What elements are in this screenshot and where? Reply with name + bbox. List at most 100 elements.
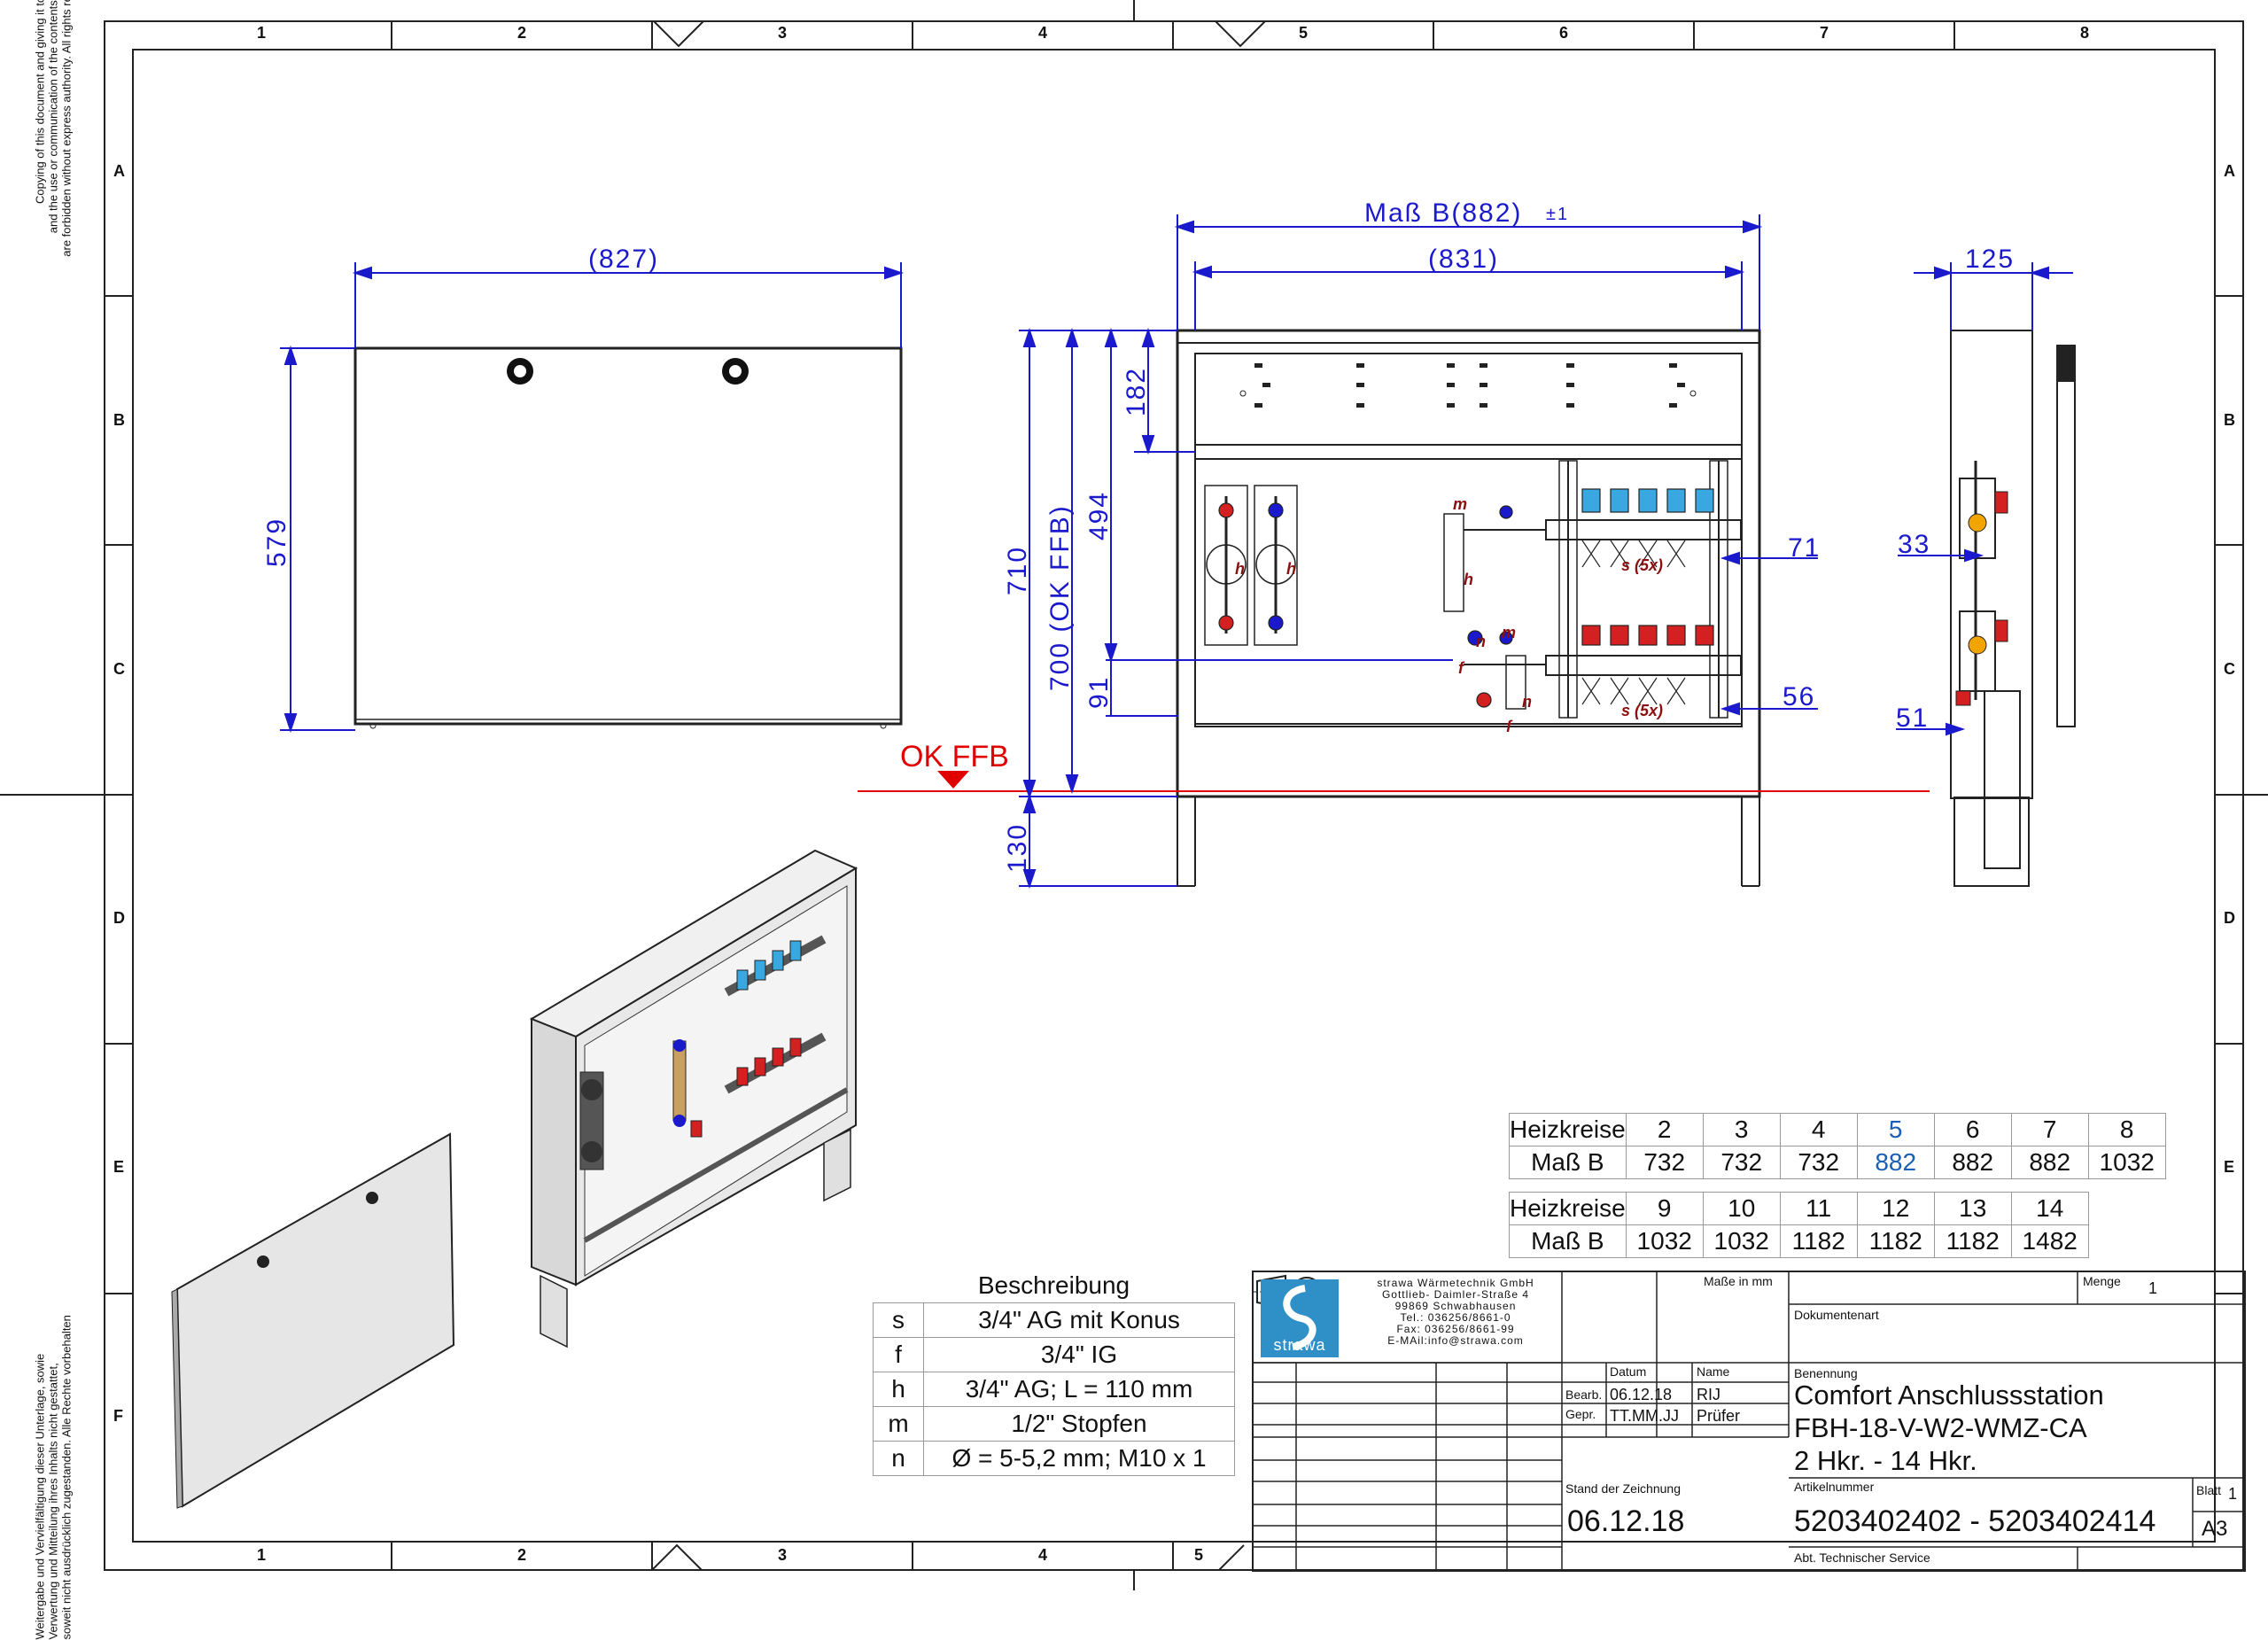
logo-text: strawa [1273,1336,1326,1354]
row-c-left: C [113,660,125,678]
name-label: Name [1697,1364,1730,1379]
row-d-right: D [2224,909,2235,927]
description-header: Beschreibung [873,1269,1235,1303]
row-d-left: D [113,909,125,927]
benennung-line-3: 2 Hkr. - 14 Hkr. [1794,1445,1977,1476]
benennung-line-2: FBH-18-V-W2-WMZ-CA [1794,1412,2087,1443]
desc-key: s [873,1302,924,1338]
copyright-de-line-1: Weitergabe und Vervielfältigung dieser U… [33,1353,47,1640]
dim-inner-width: (831) [1428,245,1499,274]
col-1-top: 1 [257,24,267,42]
dim-33: 33 [1898,530,1930,559]
description-table: Beschreibung s 3/4" AG mit Konus f 3/4" … [873,1269,1235,1476]
blatt-value: 1 [2228,1485,2238,1503]
dim-depth-125: 125 [1965,245,2015,274]
desc-text: 3/4" AG mit Konus [923,1302,1235,1338]
gepr-label: Gepr. [1565,1407,1596,1421]
hk-cell: 14 [2010,1192,2089,1225]
masse-label: Maße in mm [1704,1274,1773,1288]
hk-cell: 10 [1702,1192,1781,1225]
department: Abt. Technischer Service [1794,1551,1930,1565]
mass-cell: 882 [2010,1146,2089,1179]
mass-cell: 1032 [1625,1224,1704,1258]
dim-700: 700 (OK FFB) [1045,504,1075,691]
dim-130: 130 [1003,823,1032,873]
hk-cell: 8 [2087,1113,2166,1146]
front-cover-view [353,346,903,729]
mass-cell: 1482 [2010,1224,2089,1258]
row-e-right: E [2224,1158,2235,1176]
menge-value: 1 [2148,1279,2158,1297]
artikel-value: 5203402402 - 5203402414 [1794,1504,2156,1538]
heizkreise-table-1: Heizkreise 2 3 4 5 6 7 8 Maß B 732 732 7… [1509,1113,2166,1179]
company-line: Fax: 036256/8661-99 [1396,1323,1515,1335]
col-4-top: 4 [1038,24,1048,42]
row-a-left: A [113,162,125,180]
desc-key: m [873,1406,924,1442]
strawa-logo-mark [1283,1285,1317,1350]
dim-51: 51 [1896,703,1929,733]
ok-ffb-label: OK FFB [900,740,1009,773]
ok-ffb-reference [858,771,1930,792]
bearb-label: Bearb. [1565,1387,1603,1402]
col-4-bottom: 4 [1038,1546,1048,1564]
row-a-right: A [2224,162,2235,180]
title-block: strawa strawa Wärmetechnik GmbH Gottlieb… [1252,1271,2246,1572]
label-h-1: h [1235,560,1245,578]
mass-cell: 732 [1779,1146,1858,1179]
dim-710: 710 [1003,546,1032,595]
gepr-name: Prüfer [1697,1407,1741,1425]
company-address: strawa Wärmetechnik GmbH Gottlieb- Daiml… [1349,1278,1562,1347]
desc-text: 3/4" IG [923,1337,1235,1372]
col-7-top: 7 [1820,24,1829,42]
dim-mass-b: Maß B(882) [1364,198,1522,228]
copyright-en-line-1: Copying of this document and giving it t… [33,0,47,204]
benennung-label: Benennung [1794,1366,1858,1380]
row-e-left: E [113,1158,125,1176]
dim-182: 182 [1122,367,1151,416]
mass-cell: 1182 [1779,1224,1858,1258]
col-3-top: 3 [778,24,788,42]
mass-cell-highlight: 882 [1856,1146,1935,1179]
menge-label: Menge [2083,1274,2121,1288]
desc-key: n [873,1441,924,1476]
dokumentenart-label: Dokumentenart [1794,1308,1879,1322]
heizkreise-table-2: Heizkreise 9 10 11 12 13 14 Maß B 1032 1… [1509,1192,2089,1258]
company-line: Gottlieb- Daimler-Straße 4 [1381,1288,1530,1301]
desc-key: h [873,1372,924,1407]
mass-cell: 1182 [1856,1224,1935,1258]
hk-cell: 7 [2010,1113,2089,1146]
blatt-label: Blatt [2196,1483,2222,1497]
mass-b-label: Maß B [1509,1146,1627,1179]
bearb-name: RIJ [1697,1386,1720,1403]
copyright-de-line-3: soweit nicht ausdrücklich zugestanden. A… [59,1315,74,1640]
copyright-note-de: Weitergabe und Vervielfältigung dieser U… [33,1179,74,1640]
label-f-1: f [1458,659,1465,677]
label-h-2: h [1286,560,1296,578]
col-2-top: 2 [517,24,527,42]
bearb-date: 06.12.18 [1610,1386,1673,1403]
manifold-valves [1218,488,1714,708]
gepr-date: TT.MM.JJ [1610,1407,1679,1425]
dim-56: 56 [1783,682,1815,711]
col-6-top: 6 [1559,24,1569,42]
row-f-left: F [113,1407,123,1425]
hk-cell: 2 [1625,1113,1704,1146]
benennung-text: Comfort Anschlussstation FBH-18-V-W2-WMZ… [1794,1379,2104,1477]
label-n-1: n [1476,633,1486,650]
copyright-en-line-2: and the use or communication of the cont… [46,0,60,234]
benennung-line-1: Comfort Anschlussstation [1794,1380,2104,1411]
label-s5x-top: s (5x) [1621,556,1663,574]
col-8-top: 8 [2080,24,2090,42]
mass-cell: 732 [1625,1146,1704,1179]
desc-text: 1/2" Stopfen [923,1406,1235,1442]
copyright-de-line-2: Verwertung und Mitteilung ihres Inhalts … [46,1363,60,1640]
label-f-2: f [1506,718,1513,735]
strawa-logo: strawa [1261,1279,1339,1357]
hk-cell: 4 [1779,1113,1858,1146]
isometric-view [171,849,858,1509]
desc-key: f [873,1337,924,1372]
col-5-bottom: 5 [1194,1546,1204,1564]
col-2-bottom: 2 [517,1546,527,1564]
col-3-bottom: 3 [778,1546,788,1564]
